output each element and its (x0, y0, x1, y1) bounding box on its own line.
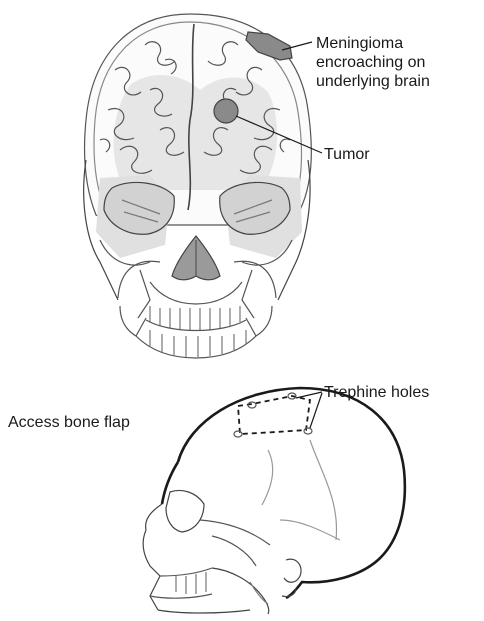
trephine-hole (304, 428, 312, 434)
trephine-hole (234, 431, 242, 437)
trephine-leader-line (296, 392, 322, 398)
access-bone-flap (238, 396, 310, 434)
lateral-orbit (166, 491, 204, 533)
trephine-holes-label: Trephine holes (324, 383, 429, 402)
tumor-label: Tumor (324, 145, 370, 164)
access-bone-flap-label: Access bone flap (8, 413, 130, 432)
meningioma-label-line1: Meningioma (316, 34, 403, 53)
meningioma-label-line3: underlying brain (316, 72, 430, 91)
trephine-leader-line (310, 393, 322, 428)
mandible (120, 306, 272, 358)
lateral-cranium-outline (178, 388, 405, 598)
tumor-mass (214, 99, 238, 123)
lateral-skull-view (143, 388, 405, 614)
frontal-skull-view (84, 14, 312, 358)
meningioma-label-line2: encroaching on (316, 53, 425, 72)
